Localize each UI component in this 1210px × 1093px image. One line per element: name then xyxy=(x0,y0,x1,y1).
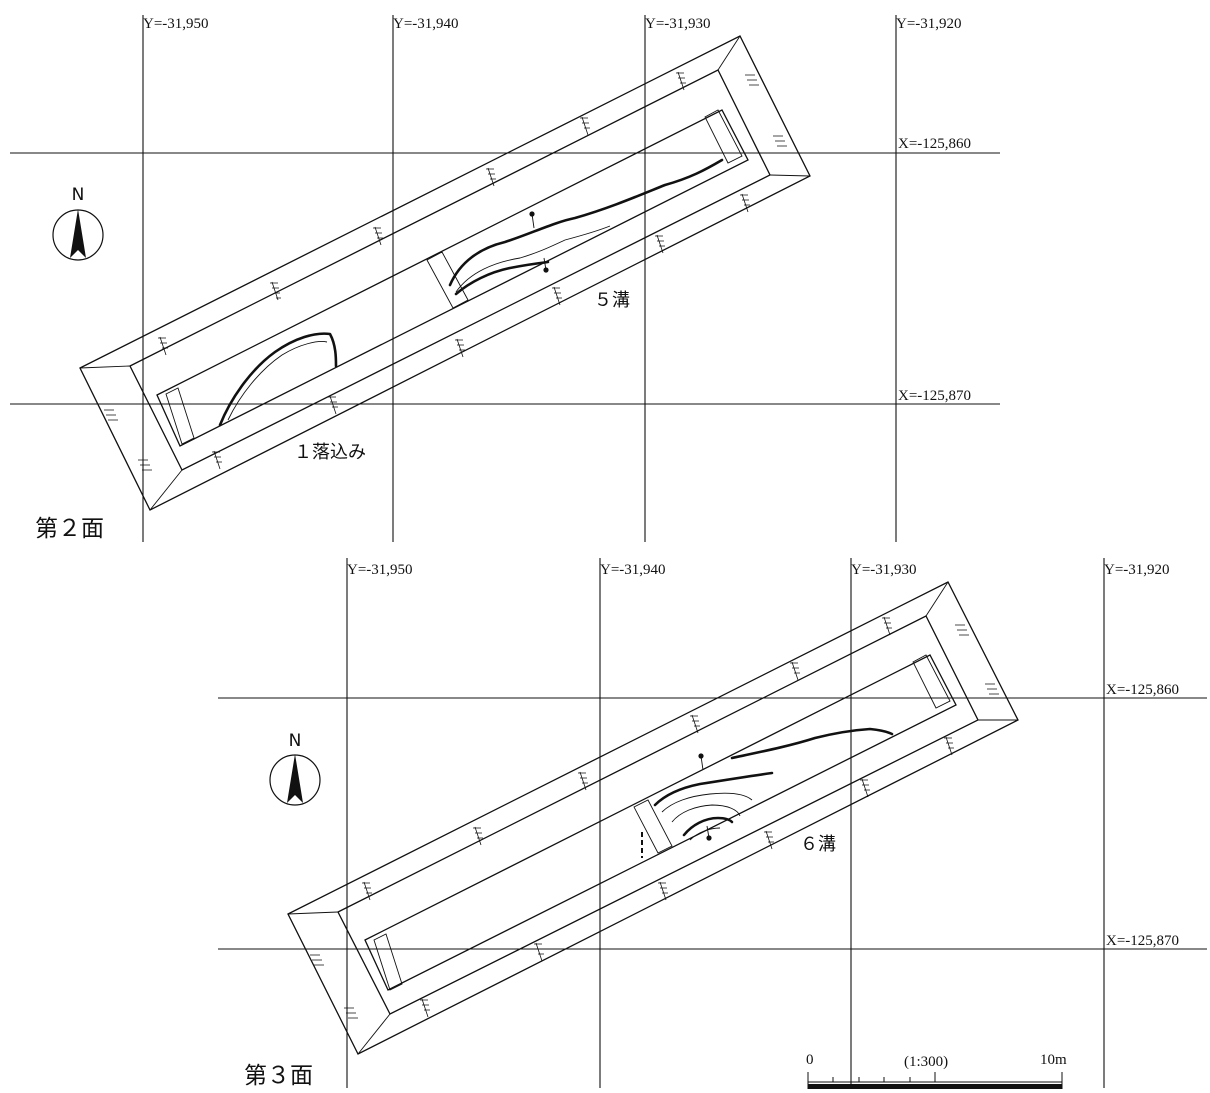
north-label: N xyxy=(289,731,302,751)
trench-outer-outline xyxy=(79,35,811,511)
y-label: Y=-31,940 xyxy=(600,562,666,578)
trench-floor-outline xyxy=(156,109,749,447)
ditch-5-lower-edge xyxy=(454,260,550,296)
x-label: X=-125,860 xyxy=(1106,682,1179,698)
panel-caption: 第２面 xyxy=(35,516,104,542)
ditch-6-inner-edge xyxy=(653,771,774,807)
y-label: Y=-31,920 xyxy=(896,16,962,32)
north-label: N xyxy=(72,185,85,205)
x-label: X=-125,860 xyxy=(898,136,971,152)
ditch-6-lower-edge xyxy=(682,816,734,837)
trench-floor-outline xyxy=(364,654,957,991)
baulk-partition xyxy=(373,933,403,991)
y-label: Y=-31,950 xyxy=(347,562,413,578)
baulk-partition xyxy=(426,251,469,309)
feature-label-pit-1: １落込み xyxy=(294,442,366,463)
trench-surface-3 xyxy=(287,581,1019,1055)
north-arrow: N xyxy=(269,731,321,806)
slope-hatch-marks xyxy=(310,616,999,1019)
panel-caption: 第３面 xyxy=(244,1063,313,1089)
y-label: Y=-31,940 xyxy=(393,16,459,32)
baulk-partition xyxy=(165,387,195,445)
baulk-partition xyxy=(912,654,951,709)
feature-label-ditch-5: ５溝 xyxy=(594,290,630,311)
trench-outer-outline xyxy=(287,581,1019,1055)
ditch-6-edge xyxy=(730,727,894,760)
y-label: Y=-31,950 xyxy=(143,16,209,32)
x-label: X=-125,870 xyxy=(898,388,971,404)
baulk-partition xyxy=(704,109,743,164)
scale-bar: 0 (1:300) 10m xyxy=(806,1052,1067,1089)
north-arrow: N xyxy=(52,185,104,261)
feature-pit-outline xyxy=(218,332,338,427)
scale-end-label: 10m xyxy=(1040,1052,1067,1068)
scale-ratio-label: (1:300) xyxy=(904,1054,948,1070)
x-label: X=-125,870 xyxy=(1106,933,1179,949)
y-label: Y=-31,930 xyxy=(851,562,917,578)
slope-hatch-marks xyxy=(104,71,787,471)
ditch-5-edge xyxy=(448,158,724,287)
feature-label-ditch-6: ６溝 xyxy=(800,834,836,855)
grid-lines-surface-3 xyxy=(218,558,1207,1088)
y-label: Y=-31,930 xyxy=(645,16,711,32)
scale-start-label: 0 xyxy=(806,1052,814,1068)
panel-surface-3: Y=-31,950 Y=-31,940 Y=-31,930 Y=-31,920 … xyxy=(218,558,1207,1089)
trench-ledge-outline xyxy=(337,615,979,1015)
baulk-partition xyxy=(633,799,673,854)
y-label: Y=-31,920 xyxy=(1104,562,1170,578)
grid-lines-surface-2 xyxy=(10,15,1000,542)
trench-surface-2 xyxy=(79,35,811,511)
panel-surface-2: Y=-31,950 Y=-31,940 Y=-31,930 Y=-31,920 … xyxy=(10,15,1000,542)
